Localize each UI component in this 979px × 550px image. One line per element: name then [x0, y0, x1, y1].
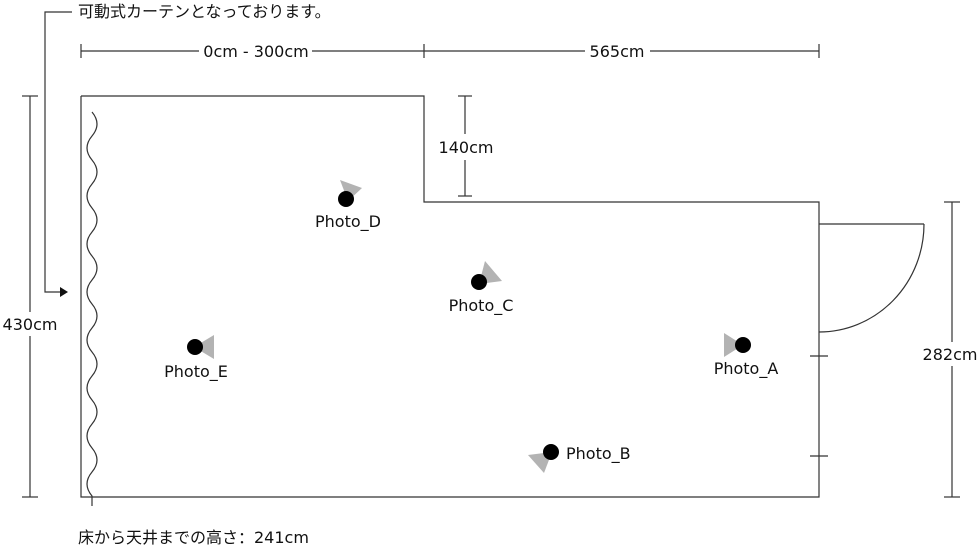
camera-dot [338, 191, 354, 207]
photo-marker-c[interactable]: Photo_C [449, 261, 514, 316]
curtain-note: 可動式カーテンとなっております。 [78, 2, 331, 21]
photo-label-c: Photo_C [449, 296, 514, 316]
curtain-leader-arrow [60, 287, 68, 297]
photo-marker-e[interactable]: Photo_E [164, 335, 228, 382]
camera-dot [471, 274, 487, 290]
left-dimension: 430cm [3, 95, 58, 498]
dim-top-left: 0cm - 300cm [203, 42, 308, 61]
dim-left: 430cm [3, 315, 58, 334]
photo-marker-a[interactable]: Photo_A [714, 333, 779, 379]
camera-view-cone [724, 333, 743, 357]
photo-label-a: Photo_A [714, 359, 779, 379]
camera-dot [187, 339, 203, 355]
dim-top-right: 565cm [590, 42, 645, 61]
photo-label-e: Photo_E [164, 362, 228, 382]
photo-marker-b[interactable]: Photo_B [528, 444, 631, 473]
door [818, 223, 925, 333]
right-dimension: 282cm [923, 201, 978, 498]
dim-right: 282cm [923, 345, 978, 364]
notch-dimension: 140cm [439, 95, 494, 197]
ceiling-height-note: 床から天井までの高さ：241cm [78, 528, 309, 547]
room-outline [80, 95, 820, 498]
photo-label-d: Photo_D [315, 212, 381, 232]
photo-label-b: Photo_B [566, 444, 631, 464]
curtain-wave [86, 111, 98, 506]
photo-marker-d[interactable]: Photo_D [315, 180, 381, 232]
camera-dot [735, 337, 751, 353]
camera-dot [543, 444, 559, 460]
curtain-leader-line [44, 11, 72, 293]
camera-view-cone [194, 335, 214, 359]
dim-notch: 140cm [439, 138, 494, 157]
curtain-note-group: 可動式カーテンとなっております。 [44, 2, 331, 297]
door-swing-arc [818, 223, 925, 333]
camera-view-cone [340, 180, 362, 201]
top-dimension: 0cm - 300cm 565cm [80, 42, 820, 61]
